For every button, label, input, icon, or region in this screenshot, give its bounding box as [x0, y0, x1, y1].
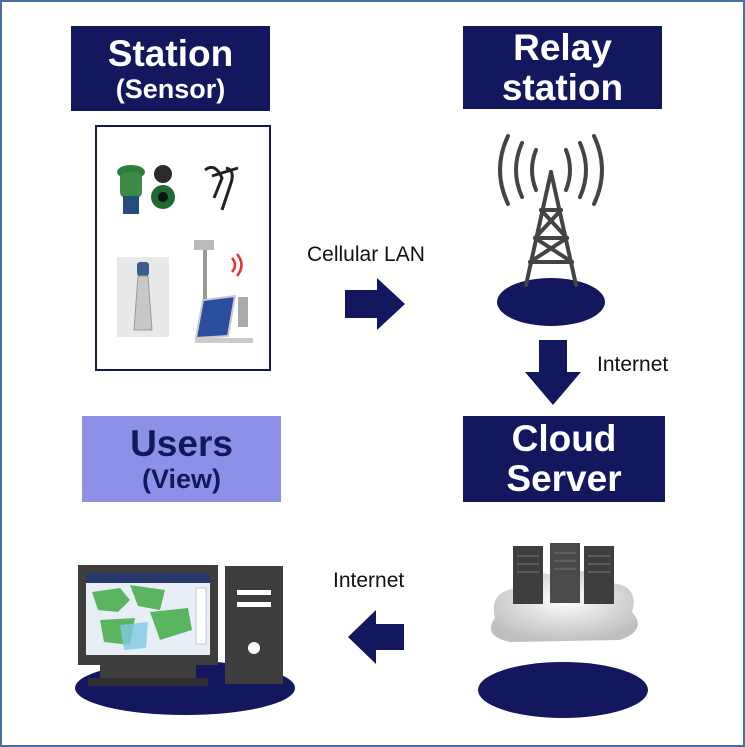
- ultrasonic-sensor-icon: [117, 165, 145, 214]
- relay-to-cloud-label: Internet: [597, 353, 669, 376]
- relay-station-box: Relay station: [463, 26, 662, 109]
- users-title: Users: [130, 423, 233, 464]
- relay-line1: Relay: [513, 26, 612, 68]
- solar-station-icon: [194, 240, 253, 343]
- cloud-server-box: Cloud Server: [463, 416, 665, 502]
- station-subtitle: (Sensor): [115, 73, 226, 104]
- cloud-line1: Cloud: [511, 418, 617, 459]
- cloud-line2: Server: [506, 458, 622, 499]
- relay-line2: station: [501, 66, 624, 108]
- station-title: Station: [107, 32, 234, 74]
- cable-probe-icon: [204, 165, 239, 211]
- radar-sensor-icon: [117, 257, 169, 337]
- cloud-to-users-label: Internet: [333, 569, 405, 592]
- ultrasonic-sensor-icon: [151, 165, 175, 209]
- station-box: Station (Sensor): [71, 26, 270, 111]
- cellular-lan-label: Cellular LAN: [307, 243, 425, 266]
- users-subtitle: (View): [141, 464, 222, 494]
- users-box: Users (View): [82, 416, 281, 502]
